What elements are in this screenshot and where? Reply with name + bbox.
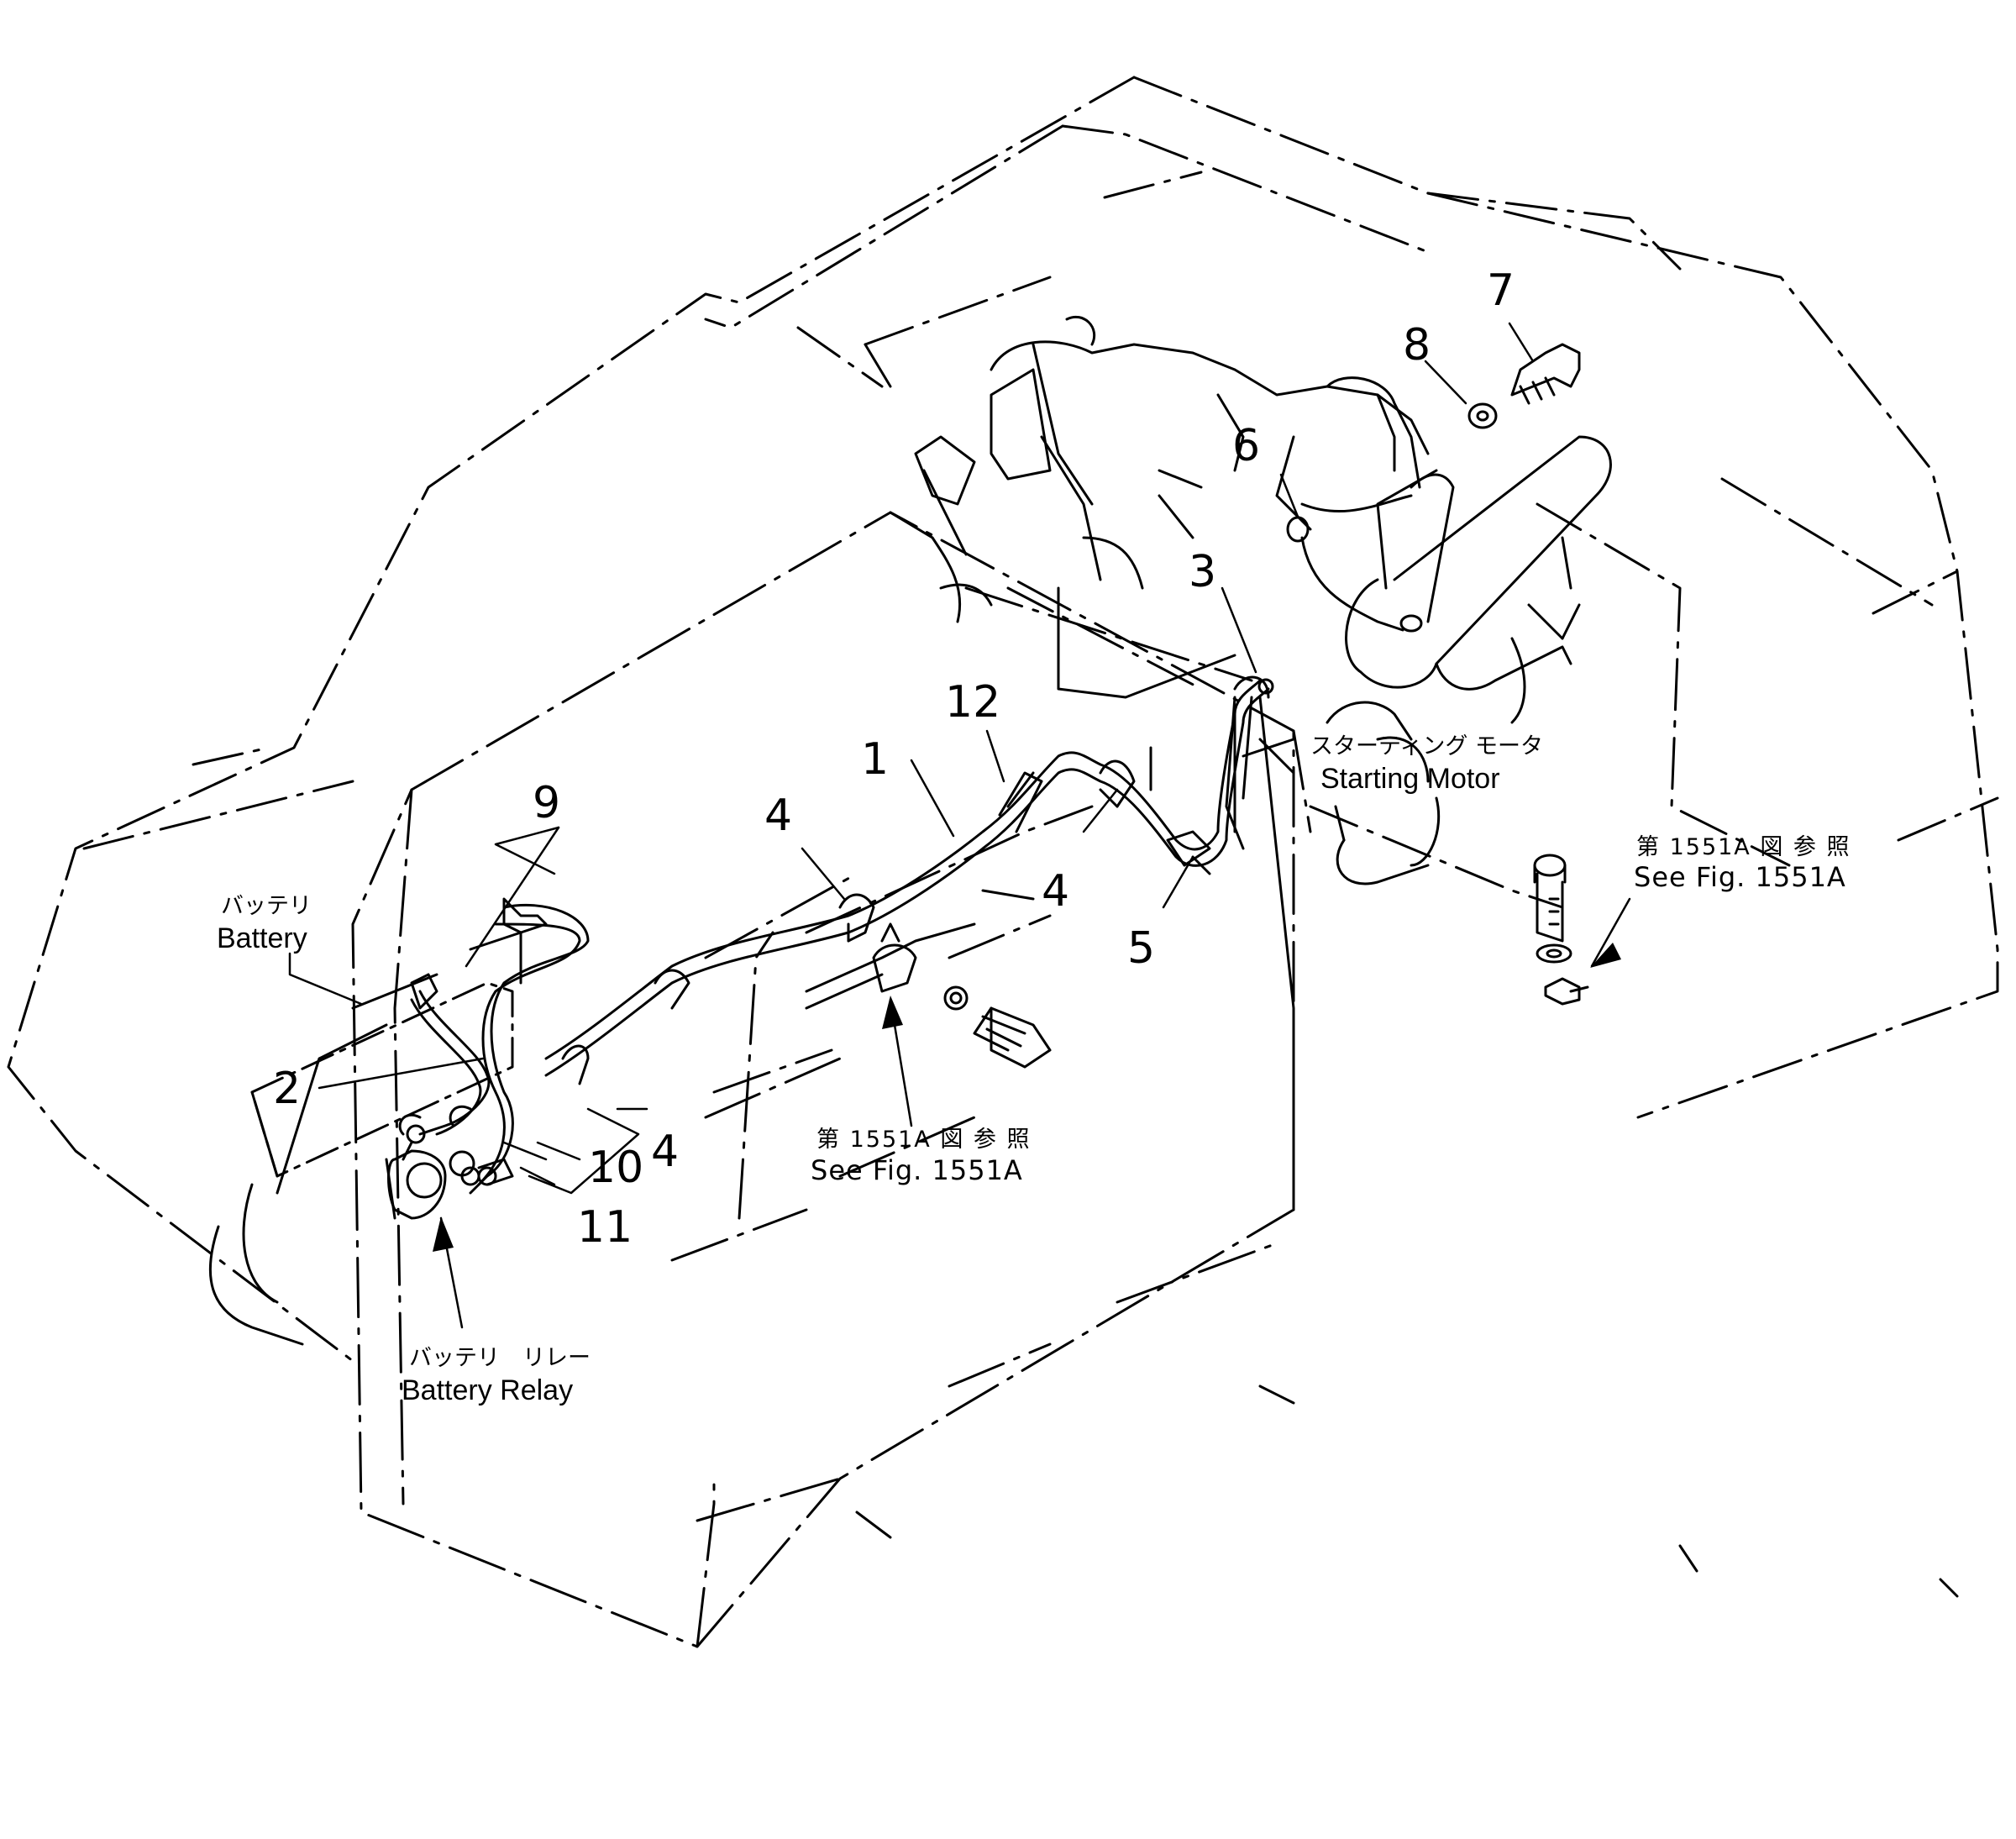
see-fig-right-en: See Fig. 1551A — [1634, 861, 1846, 893]
callout-9: 9 — [533, 778, 561, 828]
right-fastener-assembly — [1533, 854, 1589, 1006]
center-fastener-assembly — [805, 922, 1052, 1069]
callout-4-mid: 4 — [1042, 866, 1070, 917]
arrowhead-relay — [433, 1216, 454, 1252]
battery-box — [208, 931, 522, 1346]
see-fig-right-jp: 第 1551A 図 参 照 — [1636, 834, 1851, 860]
callout-4-left: 4 — [764, 791, 793, 841]
leader-lines — [288, 322, 1631, 1329]
callout-6: 6 — [1232, 421, 1261, 471]
engine — [914, 315, 1430, 758]
battery-label-jp: バッテリ — [221, 893, 312, 919]
arrowhead-right — [1590, 943, 1621, 968]
arrowhead-center — [882, 996, 903, 1029]
battery-label-en: Battery — [217, 922, 307, 954]
main-cable — [544, 675, 1274, 1085]
starting-motor — [1326, 701, 1441, 885]
starting-motor-label-en: Starting Motor — [1320, 763, 1500, 795]
callout-7: 7 — [1487, 265, 1515, 316]
callout-3: 3 — [1189, 547, 1217, 597]
callout-2: 2 — [273, 1064, 302, 1114]
muffler — [1345, 435, 1612, 724]
see-fig-center-jp: 第 1551A 図 参 照 — [816, 1127, 1032, 1153]
callout-12: 12 — [945, 677, 1001, 728]
battery-relay-label-en: Battery Relay — [402, 1374, 574, 1406]
tank-outline — [351, 511, 1959, 1648]
callout-5: 5 — [1127, 923, 1156, 974]
callout-4-low: 4 — [651, 1127, 680, 1177]
bolt-washer-group — [1286, 343, 1581, 633]
starting-motor-label-jp: スターティング モータ — [1310, 733, 1543, 759]
battery-relay-label-jp: バッテリ リレー — [409, 1345, 591, 1371]
callout-11: 11 — [577, 1202, 633, 1253]
arrowheads — [433, 943, 1621, 1252]
callout-1: 1 — [861, 734, 890, 785]
callout-10: 10 — [588, 1143, 644, 1193]
see-fig-center-en: See Fig. 1551A — [811, 1154, 1023, 1186]
callout-8: 8 — [1403, 320, 1431, 370]
starter-cable — [1225, 696, 1295, 1211]
battery-relay — [385, 1141, 514, 1220]
battery-wiring — [398, 897, 590, 1195]
